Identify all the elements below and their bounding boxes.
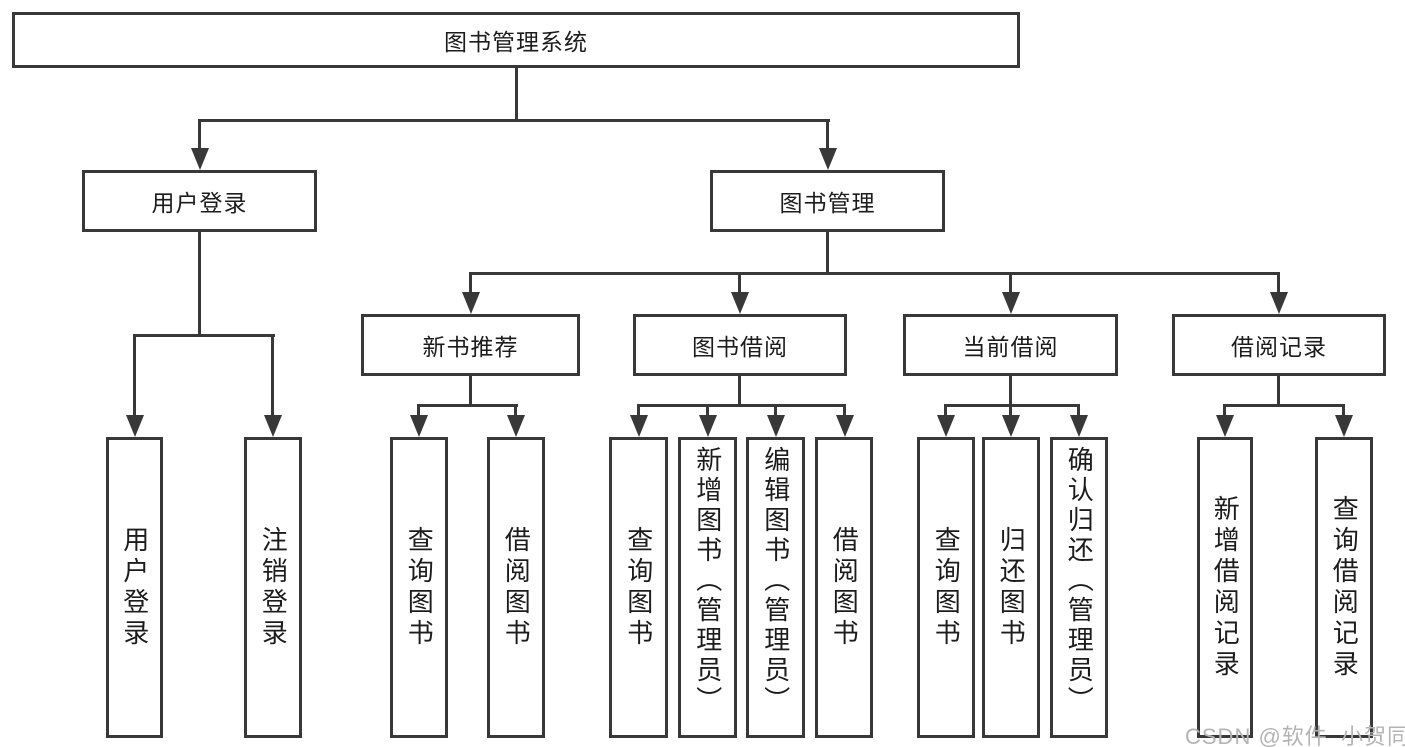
connector-book-management-stem [826,232,829,275]
arrow-down-icon [731,292,749,314]
node-book-borrowing: 图书借阅 [633,314,847,376]
connector-leaf-shaft [843,404,846,417]
arrow-down-icon [410,415,428,437]
node-current-borrowing: 当前借阅 [903,314,1118,376]
connector-rail [944,404,1080,407]
connector-leaf-shaft [706,404,709,417]
connector-book-management-shaft [826,119,829,152]
connector-stem [1277,376,1280,406]
node-borrowing-records: 借阅记录 [1172,314,1386,376]
leaf-borrow-books: 借阅图书 [815,437,873,738]
leaf-add-borrow-record: 新增借阅记录 [1197,437,1253,738]
leaf-label: 注销登录 [258,525,289,650]
arrow-down-icon [126,415,144,437]
node-label: 新书推荐 [422,334,519,360]
leaf-label: 用户登录 [119,525,150,650]
leaf-label: 借阅图书 [829,525,860,650]
leaf-label: 新增借阅记录 [1210,494,1241,681]
connector-rail [417,404,518,407]
connector-leaf-shaft [944,404,947,417]
connector-rail [637,404,846,407]
arrow-down-icon [264,415,282,437]
leaf-logout: 注销登录 [244,437,302,738]
leaf-label: 查询图书 [931,525,962,650]
connector-stem [469,376,472,406]
node-label: 用户登录 [151,190,248,216]
leaf-label: 查询图书 [623,525,654,650]
connector-leaf-shaft [417,404,420,417]
arrow-down-icon [1270,292,1288,314]
connector-rail [1223,404,1345,407]
arrow-down-icon [1070,415,1088,437]
leaf-label: 借阅图书 [501,525,532,650]
connector-user-login-shaft [198,119,201,152]
connector-user-login-rail [133,334,275,337]
connector-root-stem [515,68,518,121]
arrow-down-icon [462,292,480,314]
leaf-query-books-borrowing: 查询图书 [609,437,668,738]
connector-leaf-shaft [514,404,517,417]
leaf-label: 归还图书 [996,525,1027,650]
connector-user-login-stem [198,232,201,336]
connector-stem [738,376,741,406]
node-book-management: 图书管理 [710,170,945,232]
connector-leaf-shaft [1077,404,1080,417]
leaf-query-books-current: 查询图书 [917,437,975,738]
leaf-label: 编辑图书（管理员） [760,446,791,716]
connector-level3-shaft [738,272,741,294]
connector-level3-shaft [1009,272,1012,294]
leaf-add-book-admin: 新增图书（管理员） [678,437,737,738]
leaf-label: 查询图书 [404,525,435,650]
connector-leaf-shaft [133,334,136,417]
connector-level3-shaft [469,272,472,294]
node-label: 借阅记录 [1231,334,1327,360]
arrow-down-icon [767,415,785,437]
arrow-down-icon [507,415,525,437]
leaf-confirm-return-admin: 确认归还（管理员） [1050,437,1108,738]
leaf-label: 确认归还（管理员） [1064,446,1095,716]
node-label: 图书管理 [779,190,876,216]
node-label: 图书借阅 [692,334,788,360]
connector-leaf-shaft [1009,404,1012,417]
connector-level2-rail [198,119,830,122]
arrow-down-icon [191,148,209,170]
leaf-label: 新增图书（管理员） [692,446,723,716]
arrow-down-icon [630,415,648,437]
connector-stem [1009,376,1012,406]
node-new-book-recommendation: 新书推荐 [361,314,580,376]
node-user-login: 用户登录 [82,170,317,232]
arrow-down-icon [1216,415,1234,437]
node-library-management-system: 图书管理系统 [12,12,1020,68]
connector-leaf-shaft [1342,404,1345,417]
connector-leaf-shaft [637,404,640,417]
arrow-down-icon [819,148,837,170]
connector-level3-shaft [1277,272,1280,294]
connector-leaf-shaft [271,334,274,417]
leaf-query-books-recommend: 查询图书 [390,437,448,738]
arrow-down-icon [1002,292,1020,314]
leaf-query-borrow-record: 查询借阅记录 [1315,437,1373,738]
arrow-down-icon [1002,415,1020,437]
arrow-down-icon [836,415,854,437]
csdn-watermark: CSDN @软件_小贺同学 [1185,724,1405,747]
arrow-down-icon [937,415,955,437]
arrow-down-icon [699,415,717,437]
leaf-user-login: 用户登录 [106,437,163,738]
leaf-borrow-books-recommend: 借阅图书 [487,437,545,738]
arrow-down-icon [1335,415,1353,437]
node-label: 图书管理系统 [444,29,588,55]
leaf-return-books: 归还图书 [982,437,1040,738]
connector-leaf-shaft [774,404,777,417]
connector-leaf-shaft [1223,404,1226,417]
node-label: 当前借阅 [962,334,1059,360]
leaf-label: 查询借阅记录 [1329,494,1360,681]
leaf-edit-book-admin: 编辑图书（管理员） [746,437,805,738]
connector-level3-rail [469,272,1280,275]
